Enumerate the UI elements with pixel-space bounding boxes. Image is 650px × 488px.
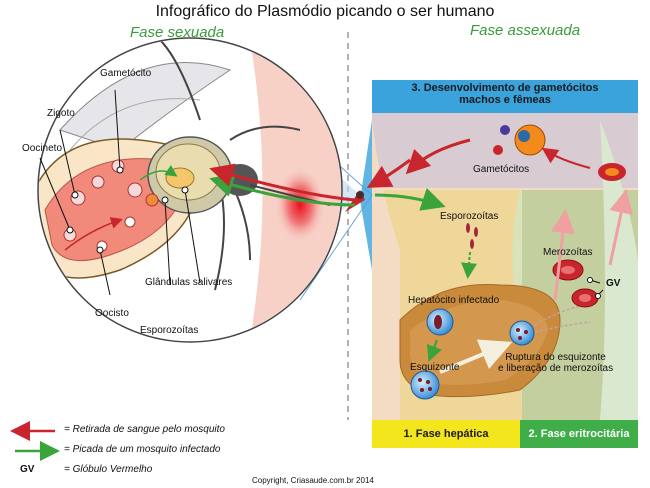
copyright: Copyright, Criasaude.com.br 2014 xyxy=(252,476,374,485)
label-zigoto: Zigoto xyxy=(47,108,75,119)
label-esporozoitas-body: Esporozoítas xyxy=(440,211,499,222)
banner-line1: 3. Desenvolvimento de gametócitos xyxy=(411,82,599,94)
phase-sexual-heading: Fase sexuada xyxy=(130,24,225,41)
gametocyte-banner: 3. Desenvolvimento de gametócitos machos… xyxy=(372,82,638,106)
bite-red-arrow xyxy=(209,163,356,202)
label-oocisto: Oocisto xyxy=(95,308,129,319)
gametocyte-banner-bg xyxy=(372,80,638,113)
gametocyte-cluster xyxy=(493,124,626,181)
label-gametocitos: Gametócitos xyxy=(473,164,530,175)
label-merozoitas: Merozoítas xyxy=(543,247,593,258)
label-hepatocito: Hepatócito infectado xyxy=(408,295,500,306)
label-oocineto: Oocineto xyxy=(22,143,63,154)
fase-hepatica-label: 1. Fase hepática xyxy=(403,428,489,440)
banner-line2: machos e fêmeas xyxy=(459,94,551,106)
mosquito-bite-icon xyxy=(345,190,365,212)
label-ruptura: Ruptura do esquizonte e liberação de mer… xyxy=(498,352,613,374)
legend-gv-text: = Glóbulo Vermelho xyxy=(64,464,153,475)
ruptura-line1: Ruptura do esquizonte xyxy=(505,352,606,363)
legend-green-text: = Picada de um mosquito infectado xyxy=(64,444,221,455)
label-esporozoitas-mosquito: Esporozoítas xyxy=(140,325,199,336)
label-esquizonte: Esquizonte xyxy=(410,362,460,373)
label-gv: GV xyxy=(606,278,621,289)
rupture-schizont-cell xyxy=(509,320,535,346)
hepatic-phase-bar-bg xyxy=(372,420,520,448)
mosquito-leader-lines xyxy=(39,89,201,296)
legend-gv-key: GV xyxy=(20,464,35,475)
bite-spot xyxy=(275,167,325,243)
label-gametocito: Gametócito xyxy=(100,68,152,79)
label-glandulas: Glândulas salivares xyxy=(145,277,233,288)
page-title: Infográfico do Plasmódio picando o ser h… xyxy=(155,3,495,20)
legend-red-text: = Retirada de sangue pelo mosquito xyxy=(64,424,225,435)
mosquito-magnify-circle xyxy=(37,37,343,343)
fase-eritrocitaria-label: 2. Fase eritrocitária xyxy=(528,428,630,440)
phase-asexual-heading: Fase assexuada xyxy=(470,22,581,39)
human-body-panel xyxy=(372,80,638,420)
ruptura-line2: e liberação de merozoítas xyxy=(498,363,614,374)
schizont-cell xyxy=(410,370,440,400)
erythrocytic-phase-bar-bg xyxy=(520,420,638,448)
sporozoite-marks xyxy=(466,223,478,249)
